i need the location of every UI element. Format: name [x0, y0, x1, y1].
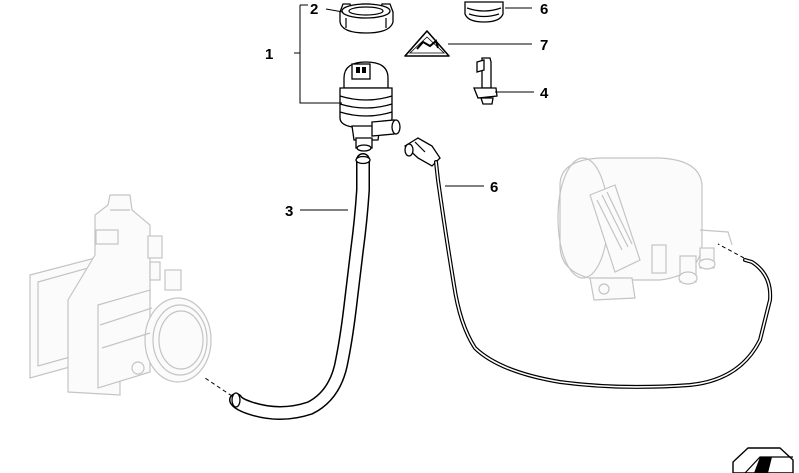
callout-3: 3 — [285, 203, 293, 220]
callout-6-line: 6 — [490, 179, 498, 196]
callout-7: 7 — [540, 37, 548, 54]
throttle-body-ghost — [29, 194, 212, 396]
warning-triangle-icon — [404, 30, 450, 57]
charcoal-canister-ghost — [557, 157, 733, 301]
hose-part-3 — [204, 153, 371, 420]
cap-part-6-top — [464, 1, 504, 23]
line-part-6 — [403, 137, 773, 389]
leader-lines — [294, 4, 534, 211]
callout-1: 1 — [265, 46, 273, 63]
ring-part-2 — [339, 3, 394, 34]
callout-2: 2 — [310, 1, 318, 18]
callout-4: 4 — [540, 85, 549, 102]
folder-icon — [732, 447, 794, 473]
callout-6-top: 6 — [540, 1, 548, 18]
connector-part-4 — [473, 57, 498, 105]
pump-assembly-part-1 — [339, 61, 401, 152]
